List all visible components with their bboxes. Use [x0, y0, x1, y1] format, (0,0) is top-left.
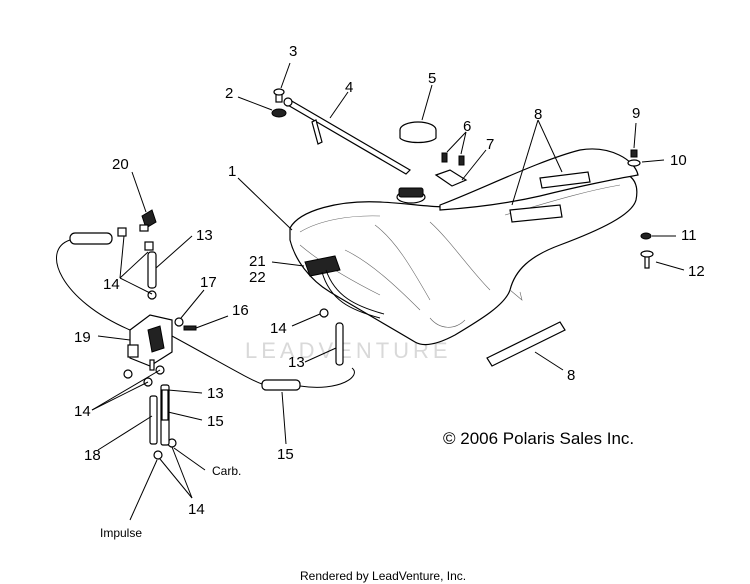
callout-4: 4: [345, 79, 353, 96]
fuel-valve: [127, 314, 173, 371]
vent-hose: [283, 97, 411, 175]
callout-13-middle: 13: [288, 354, 305, 371]
fuel-cap: [396, 121, 437, 204]
fuel-sender: [304, 255, 385, 319]
callout-9: 9: [632, 105, 640, 122]
decal: [486, 171, 591, 367]
callout-17: 17: [200, 274, 217, 291]
callout-1: 1: [228, 163, 236, 180]
callout-5: 5: [428, 70, 436, 87]
callout-13-top: 13: [196, 227, 213, 244]
callout-13-lower: 13: [207, 385, 224, 402]
callout-2: 2: [225, 85, 233, 102]
callout-11: 11: [681, 227, 697, 244]
callout-15-b: 15: [277, 446, 294, 463]
callout-10: 10: [670, 152, 687, 169]
callout-8-bottom: 8: [567, 367, 575, 384]
callout-22: 22: [249, 269, 266, 286]
callout-16: 16: [232, 302, 249, 319]
fuel-fitting: [139, 209, 157, 232]
watermark: LEADVENTURE: [245, 338, 452, 363]
callout-14-c: 14: [74, 403, 91, 420]
bracket-and-bolts: [434, 152, 468, 187]
callout-6: 6: [463, 118, 471, 135]
callout-14-b: 14: [270, 320, 287, 337]
mounting-hardware: [627, 149, 654, 269]
callout-8-top: 8: [534, 106, 542, 123]
callout-20: 20: [112, 156, 129, 173]
callout-14-a: 14: [103, 276, 120, 293]
hose-clamps: [117, 227, 329, 460]
note-carb: Carb.: [212, 464, 241, 478]
callout-14-d: 14: [188, 501, 205, 518]
callout-3: 3: [289, 43, 297, 60]
callout-18: 18: [84, 447, 101, 464]
callout-7: 7: [486, 136, 494, 153]
callout-21: 21: [249, 253, 266, 270]
callout-19: 19: [74, 329, 91, 346]
callouts: 1 2 3 4 5 6 7 8 8 9 10 11 12 13 13 13 14…: [74, 43, 705, 540]
render-credit: Rendered by LeadVenture, Inc.: [300, 569, 466, 583]
grommet-and-screw: [271, 88, 287, 118]
copyright-notice: © 2006 Polaris Sales Inc.: [443, 429, 634, 448]
fuel-hoses: [56, 232, 355, 446]
note-impulse: Impulse: [100, 526, 142, 540]
callout-15-a: 15: [207, 413, 224, 430]
leader-lines: [91, 62, 685, 521]
callout-12: 12: [688, 263, 705, 280]
